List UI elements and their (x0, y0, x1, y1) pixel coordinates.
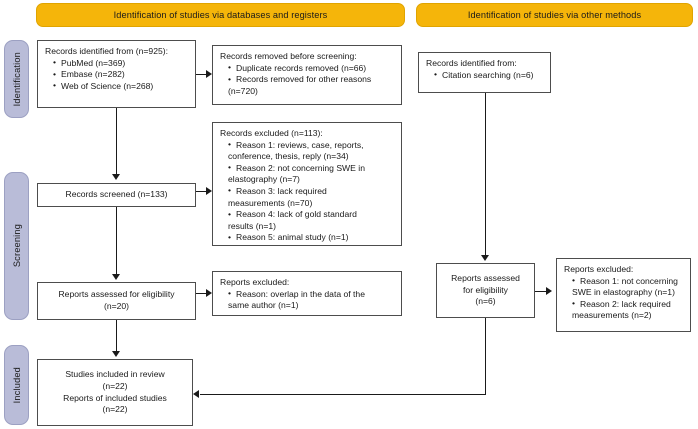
box-records-excluded-list: Reason 1: reviews, case, reports, (220, 139, 395, 152)
arrow-right-icon (546, 287, 552, 295)
box-records-excluded-list: Reason 4: lack of gold standard (220, 209, 395, 221)
box-reports-assessed-right-line2: for eligibility (463, 284, 508, 295)
box-records-excluded-head: Records excluded (n=113): (220, 128, 323, 138)
header-bar-other-methods: Identification of studies via other meth… (416, 3, 693, 27)
box-records-removed-head: Records removed before screening: (220, 51, 357, 61)
stage-label-screening-text: Screening (11, 224, 22, 268)
box-records-excluded-cont-2: elastography (n=7) (228, 174, 300, 185)
box-reports-excluded-left-head: Reports excluded: (220, 277, 290, 287)
arrow-right-icon (206, 289, 212, 297)
connector-assessed-to-excluded (196, 293, 207, 294)
box-records-identified-list: PubMed (n=369) Embase (n=282) Web of Sci… (45, 57, 189, 93)
header-bar-other-methods-label: Identification of studies via other meth… (467, 10, 642, 20)
arrow-right-icon (206, 187, 212, 195)
connector-identified-to-screened (116, 108, 117, 174)
box-records-removed-list: Duplicate records removed (n=66) Records… (220, 62, 395, 86)
arrow-down-icon (112, 174, 120, 180)
connector-screened-to-excluded (196, 191, 207, 192)
box-records-excluded-cont-1: conference, thesis, reply (n=34) (228, 151, 349, 162)
box-records-identified-head: Records identified from (n=925): (45, 46, 168, 56)
arrow-right-icon (206, 70, 212, 78)
connector-screened-to-assessed (116, 207, 117, 274)
connector-other-to-assessed-right (485, 93, 486, 255)
list-item: Citation searching (n=6) (434, 69, 544, 82)
box-reports-excluded-right-list: Reason 2: lack required (564, 298, 684, 311)
list-item: Reason 3: lack required (228, 185, 395, 198)
arrow-down-icon (481, 255, 489, 261)
box-reports-excluded-right-list: Reason 1: not concerning (564, 275, 684, 288)
stage-label-included: Included (4, 345, 29, 425)
box-records-removed-cont: (n=720) (228, 85, 258, 96)
box-reports-excluded-right-cont-1: SWE in elastography (n=1) (572, 287, 675, 298)
box-reports-assessed-left-line2: (n=20) (103, 301, 130, 311)
box-reports-excluded-left-list: Reason: overlap in the data of the (220, 288, 395, 301)
connector-assessed-right-down (485, 318, 486, 394)
box-reports-assessed-right-line1: Reports assessed (451, 273, 520, 284)
list-item: Duplicate records removed (n=66) (228, 62, 395, 75)
box-records-identified-other-list: Citation searching (n=6) (426, 69, 544, 82)
box-records-identified-other-head: Records identified from: (426, 58, 517, 68)
connector-identified-to-removed (196, 74, 207, 75)
box-reports-excluded-right-cont-2: measurements (n=2) (572, 310, 652, 321)
box-studies-included-line3: Reports of included studies (63, 392, 167, 403)
arrow-left-icon (193, 390, 199, 398)
box-reports-assessed-left: Reports assessed for eligibility (n=20) (37, 282, 196, 320)
box-reports-assessed-right: Reports assessed for eligibility (n=6) (436, 263, 535, 318)
box-reports-excluded-right: Reports excluded: Reason 1: not concerni… (556, 258, 691, 332)
arrow-down-icon (112, 351, 120, 357)
box-records-excluded-list: Reason 3: lack required (220, 185, 395, 198)
list-item: Reason 2: not concerning SWE in (228, 162, 395, 175)
header-bar-databases: Identification of studies via databases … (36, 3, 405, 27)
connector-right-to-included (200, 394, 486, 395)
stage-label-identification: Identification (4, 40, 29, 118)
box-studies-included-line4: (n=22) (102, 404, 128, 415)
list-item: Reason 2: lack required (572, 298, 684, 311)
list-item: Web of Science (n=268) (53, 80, 189, 93)
box-reports-excluded-right-head: Reports excluded: (564, 264, 634, 274)
box-records-excluded: Records excluded (n=113): Reason 1: revi… (212, 122, 402, 246)
connector-assessed-to-included (116, 320, 117, 351)
box-records-identified: Records identified from (n=925): PubMed … (37, 40, 196, 108)
box-studies-included-line2: (n=22) (102, 380, 128, 391)
stage-label-included-text: Included (11, 366, 22, 404)
list-item: Reason 1: reviews, case, reports, (228, 139, 395, 152)
box-records-screened-line1: Records screened (n=133) (65, 189, 168, 200)
stage-label-screening: Screening (4, 172, 29, 320)
box-records-identified-other: Records identified from: Citation search… (418, 52, 551, 93)
header-bar-databases-label: Identification of studies via databases … (113, 10, 328, 20)
box-records-excluded-cont-3: measurements (n=70) (228, 197, 313, 208)
box-records-excluded-list: Reason 5: animal study (n=1) (220, 232, 395, 244)
box-reports-excluded-left-cont: same author (n=1) (228, 300, 299, 311)
box-studies-included: Studies included in review (n=22) Report… (37, 359, 193, 426)
list-item: PubMed (n=369) (53, 57, 189, 70)
list-item: Records removed for other reasons (228, 74, 395, 86)
list-item: Reason 4: lack of gold standard (228, 209, 395, 221)
list-item: Reason 1: not concerning (572, 275, 684, 288)
arrow-down-icon (112, 274, 120, 280)
box-studies-included-line1: Studies included in review (65, 369, 165, 380)
box-reports-assessed-right-line3: (n=6) (475, 296, 496, 307)
list-item: Embase (n=282) (53, 69, 189, 81)
box-reports-excluded-left: Reports excluded: Reason: overlap in the… (212, 271, 402, 316)
list-item: Reason: overlap in the data of the (228, 288, 395, 301)
connector-assessed-right-to-excluded-right (535, 291, 547, 292)
box-records-removed: Records removed before screening: Duplic… (212, 45, 402, 105)
stage-label-identification-text: Identification (11, 51, 22, 107)
box-records-excluded-cont-4: results (n=1) (228, 220, 276, 231)
box-reports-assessed-left-line1: Reports assessed for eligibility (58, 289, 175, 300)
box-records-screened: Records screened (n=133) (37, 183, 196, 207)
list-item: Reason 5: animal study (n=1) (228, 232, 395, 244)
box-records-excluded-list: Reason 2: not concerning SWE in (220, 162, 395, 175)
